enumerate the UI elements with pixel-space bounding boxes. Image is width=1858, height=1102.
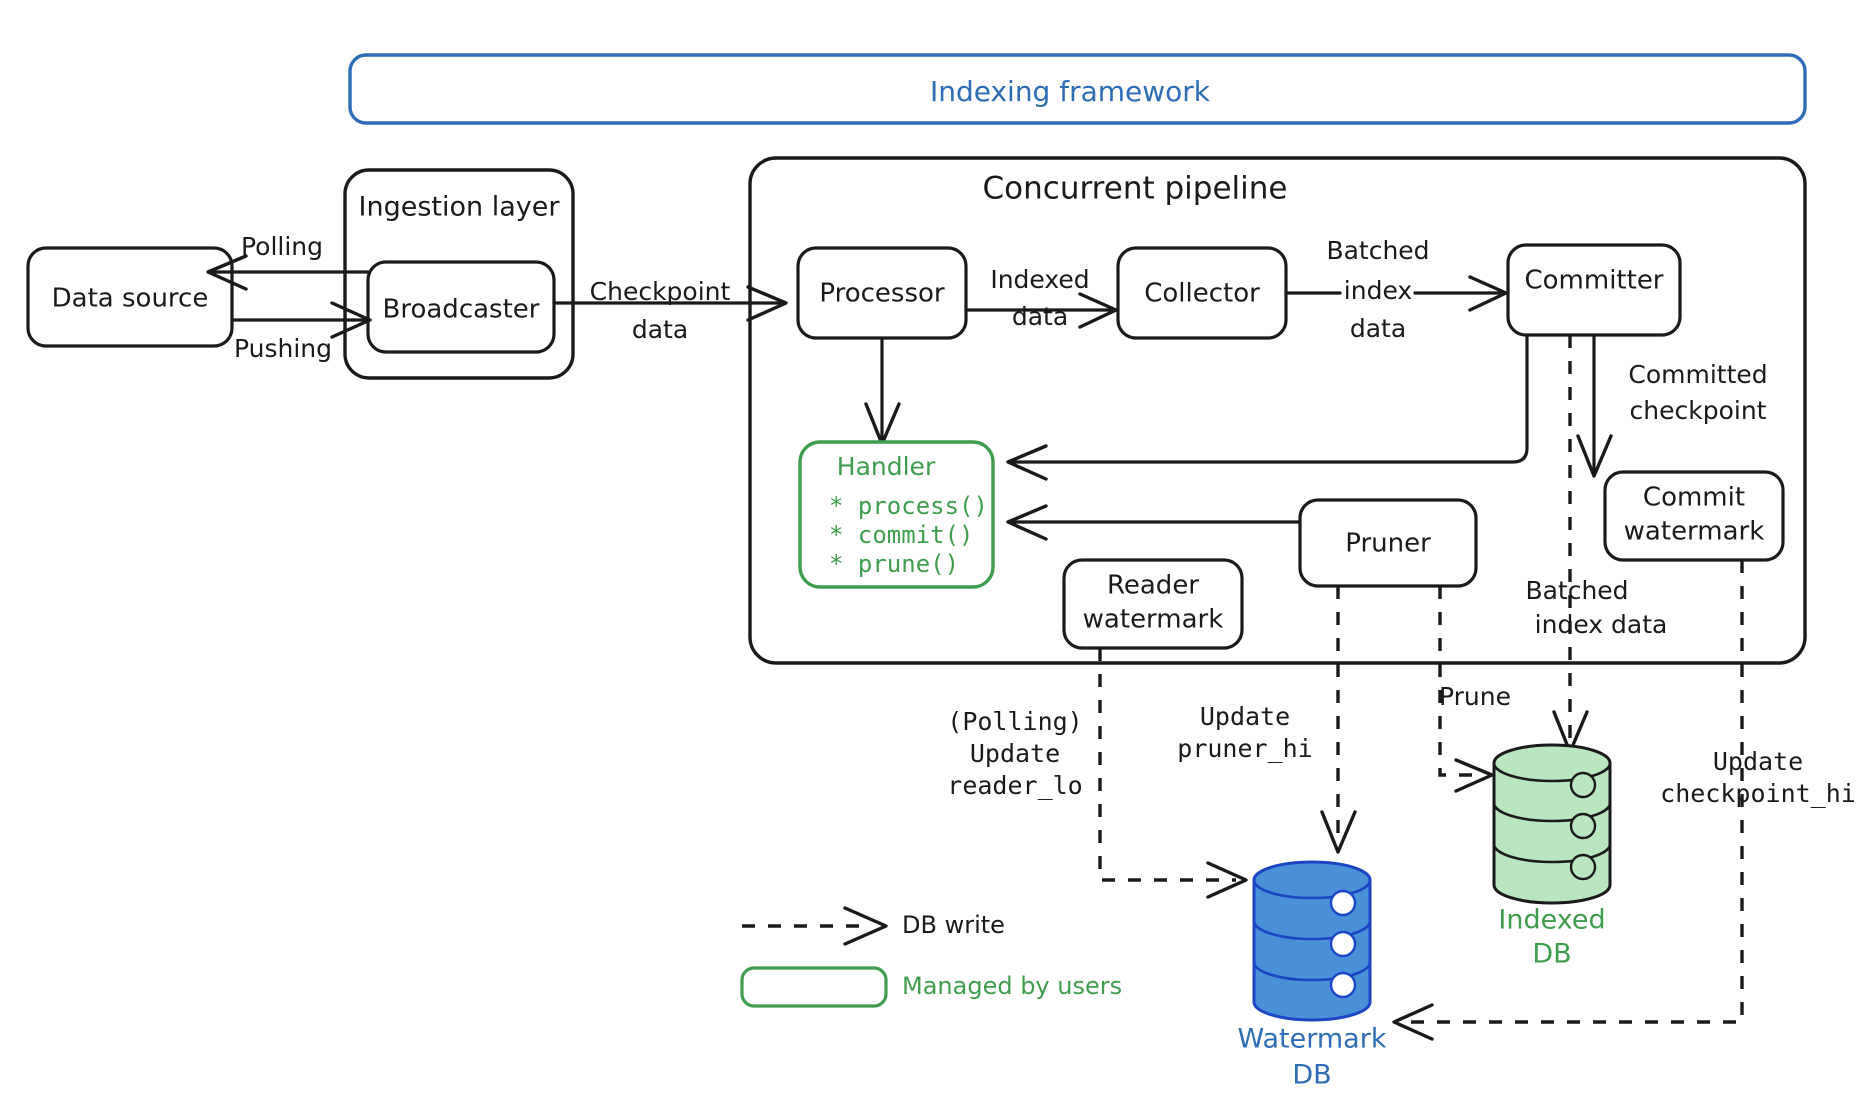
node-data-source[interactable]: Data source [26,246,234,348]
polling-update-label-line1: (Polling) [947,707,1082,736]
commit-watermark-box[interactable] [1603,470,1785,562]
handler-box[interactable] [798,440,995,589]
indexing-framework-border [348,53,1807,125]
legend-db-write-label: DB write [902,911,1005,939]
data-source-label: Data source [52,284,209,314]
legend-db-write-row: DB write [742,906,1005,946]
batched-index-data-label-line1: Batched [1326,236,1429,265]
watermark-db-indicator-2 [1329,930,1357,958]
node-commit-watermark[interactable]: Commit watermark [1603,470,1785,562]
edge-committer-to-handler [1006,333,1529,481]
edge-committer-batched-index-data: Batched index data [1525,335,1668,754]
update-pruner-label-line1: Update [1200,702,1290,731]
edge-batched-index-data: Batched index data [1284,236,1508,343]
polling-label: Polling [241,232,323,261]
node-processor[interactable]: Processor [796,246,968,340]
node-reader-watermark[interactable]: Reader watermark [1062,558,1244,650]
indexed-db-label-line1: Indexed [1498,905,1605,936]
concurrent-pipeline-border [748,156,1807,665]
edge-reader-watermark-db-write: (Polling) Update reader_lo [947,648,1248,899]
committer-label: Committer [1524,266,1663,296]
batched-index-data2-label-line1: Batched [1525,576,1628,605]
ingestion-layer-border [343,168,575,380]
legend: DB write Managed by users [740,906,1122,1008]
node-collector[interactable]: Collector [1116,246,1288,340]
node-pruner[interactable]: Pruner [1298,498,1478,588]
update-checkpoint-label-line2: checkpoint_hi [1660,779,1856,808]
database-watermark-db[interactable]: Watermark DB [1238,860,1387,1091]
prune-label: Prune [1439,682,1511,711]
committed-checkpoint-label-line2: checkpoint [1630,396,1767,425]
reader-watermark-label-line1: Reader [1107,571,1199,601]
data-source-box[interactable] [26,246,234,348]
commit-watermark-label-line1: Commit [1643,483,1745,513]
edge-polling: Polling [206,232,370,291]
indexed-data-label-line1: Indexed [990,265,1089,294]
watermark-db-indicator-3 [1329,971,1357,999]
edge-pruner-update-pruner-hi: Update pruner_hi [1177,586,1357,854]
node-committer[interactable]: Committer [1506,243,1682,337]
edge-checkpoint-data: Checkpoint data [552,277,788,344]
commit-watermark-label-line2: watermark [1624,517,1765,547]
committed-checkpoint-label-line1: Committed [1628,360,1767,389]
watermark-db-label-line2: DB [1292,1060,1331,1091]
indexing-framework-title: Indexing framework [930,75,1211,108]
update-checkpoint-label-line1: Update [1713,747,1803,776]
node-handler[interactable]: Handler * process() * commit() * prune() [798,440,995,589]
processor-label: Processor [819,279,945,309]
edge-pruner-to-handler [1006,504,1302,541]
watermark-db-label-line1: Watermark [1238,1024,1387,1055]
batched-index-data-label-line3: data [1350,314,1406,343]
indexing-framework-frame: Indexing framework [348,53,1807,125]
update-pruner-label-line2: pruner_hi [1177,734,1312,763]
reader-watermark-box[interactable] [1062,558,1244,650]
ingestion-layer-title: Ingestion layer [359,192,561,223]
edge-committed-checkpoint: Committed checkpoint [1576,333,1768,478]
edge-pushing: Pushing [230,301,372,363]
handler-method-process: * process() [829,492,988,520]
pushing-label: Pushing [234,334,332,363]
legend-managed-by-users-row: Managed by users [740,966,1122,1008]
handler-title: Handler [837,452,936,481]
node-broadcaster[interactable]: Broadcaster [366,260,556,354]
edge-processor-to-handler [864,336,901,446]
database-indexed-db[interactable]: Indexed DB [1492,743,1612,970]
edge-prune: Prune [1438,586,1511,793]
handler-method-commit: * commit() [829,521,974,549]
batched-index-data2-label-line2: index data [1535,610,1668,639]
broadcaster-box[interactable] [366,260,556,354]
edge-indexed-data: Indexed data [964,265,1118,331]
collector-label: Collector [1144,279,1260,309]
reader-watermark-label-line2: watermark [1083,605,1224,635]
indexed-db-indicator-2 [1569,812,1597,840]
indexed-data-label-line2: data [1012,302,1068,331]
indexed-db-indicator-3 [1569,853,1597,881]
legend-green-swatch [740,966,888,1008]
legend-managed-by-users-label: Managed by users [902,972,1122,1000]
polling-update-label-line3: reader_lo [947,771,1082,800]
ingestion-layer-group: Ingestion layer [343,168,575,380]
indexed-db-label-line2: DB [1532,939,1571,970]
checkpoint-data-label-line2: data [632,315,688,344]
polling-update-label-line2: Update [970,739,1060,768]
broadcaster-label: Broadcaster [383,295,540,325]
concurrent-pipeline-title: Concurrent pipeline [983,171,1288,207]
concurrent-pipeline-group: Concurrent pipeline [748,156,1807,665]
pruner-label: Pruner [1345,529,1431,559]
pruner-box[interactable] [1298,498,1478,588]
edge-commit-watermark-update-checkpoint-hi: Update checkpoint_hi [1392,560,1856,1041]
indexed-db-indicator-1 [1569,771,1597,799]
watermark-db-indicator-1 [1329,889,1357,917]
handler-method-prune: * prune() [829,550,959,578]
batched-index-data-label-line2: index [1344,276,1412,305]
checkpoint-data-label-line1: Checkpoint [590,277,731,306]
